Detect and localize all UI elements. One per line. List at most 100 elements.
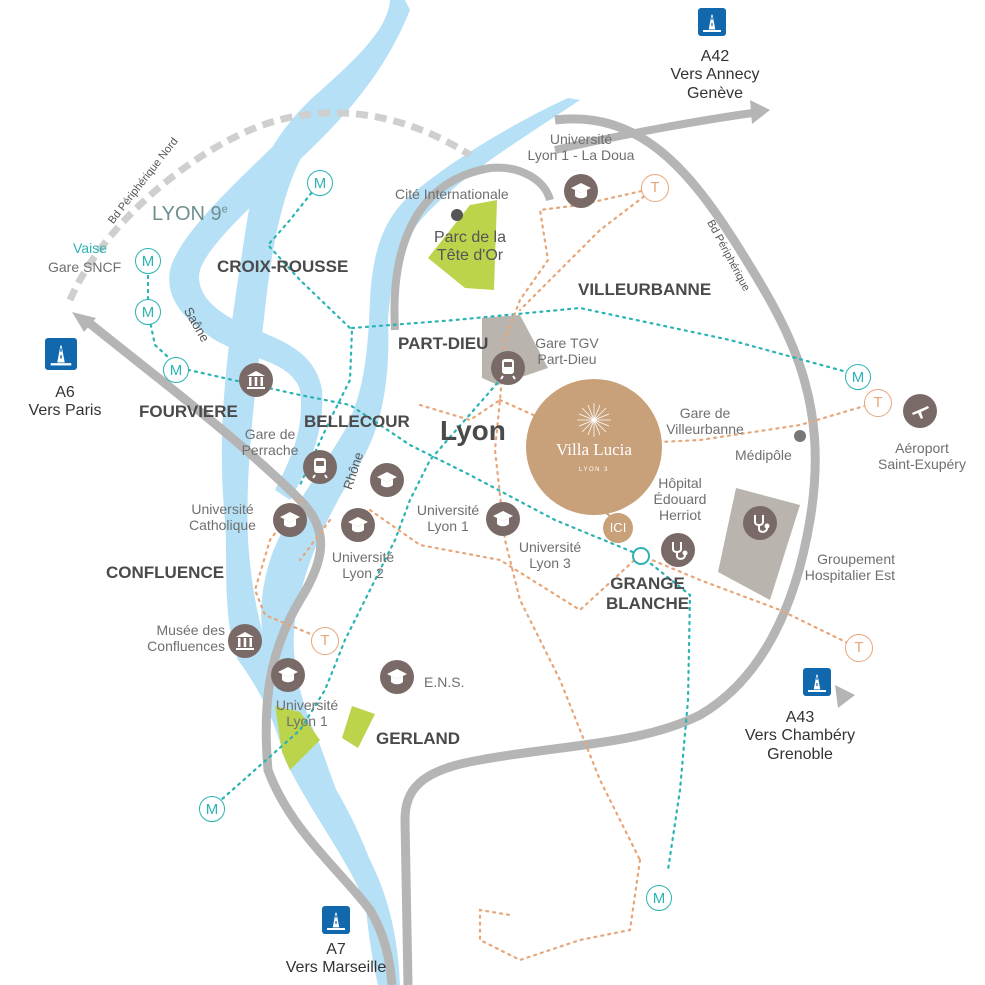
a42-arrow xyxy=(750,100,770,124)
label-universite-doua: Université Lyon 1 - La Doua xyxy=(527,131,635,164)
tram-badge-airport[interactable]: T xyxy=(864,389,892,417)
a42-road xyxy=(554,108,761,154)
label-cite-internationale: Cité Internationale xyxy=(395,186,509,202)
label-universite-lyon2: Université Lyon 2 xyxy=(331,549,395,582)
metro-line-d xyxy=(210,378,502,810)
a6-label: A6 Vers Paris xyxy=(28,384,102,420)
tram-line-6 xyxy=(368,508,642,612)
parc-tete-or-park xyxy=(428,200,497,290)
district-villeurbanne: VILLEURBANNE xyxy=(578,280,712,299)
lyon9-text: LYON 9 xyxy=(152,203,222,225)
city-road-north xyxy=(390,163,554,331)
plane-icon-airport[interactable] xyxy=(903,394,937,428)
a6-arrow xyxy=(72,312,96,332)
label-universite-lyon1-south: Université Lyon 1 xyxy=(275,697,339,730)
lyon9-sup: e xyxy=(221,203,228,216)
tram-line-9 xyxy=(478,858,642,962)
label-parc-tete-or: Parc de la Tête d'Or xyxy=(433,229,507,265)
museum-icon-confluences[interactable] xyxy=(228,624,262,658)
university-icon-catholique[interactable] xyxy=(273,503,307,537)
tram-line-2 xyxy=(518,186,657,312)
museum-icon-fourviere[interactable] xyxy=(239,363,273,397)
metro-badge-villeurbanne[interactable]: M xyxy=(845,364,871,390)
tram-badge-confluence[interactable]: T xyxy=(311,627,339,655)
cite-internationale-dot xyxy=(451,209,463,221)
a7-label: A7 Vers Marseille xyxy=(285,941,387,977)
university-icon-doua[interactable] xyxy=(564,174,598,208)
groupement-zone xyxy=(718,488,800,600)
periph-nord-road xyxy=(66,109,472,302)
tram-lines xyxy=(253,186,880,962)
lyon1-south-park xyxy=(275,706,320,770)
district-gerland: GERLAND xyxy=(376,729,461,748)
a43-label: A43 Vers Chambéry Grenoble xyxy=(744,709,856,763)
metro-badge-southwest[interactable]: M xyxy=(199,796,225,822)
label-gare-tgv: Gare TGV Part-Dieu xyxy=(535,335,599,368)
west-road xyxy=(85,318,397,985)
university-icon-ens[interactable] xyxy=(380,660,414,694)
label-ens: E.N.S. xyxy=(424,674,465,690)
gerland-park xyxy=(342,706,375,748)
district-part-dieu: PART-DIEU xyxy=(398,334,489,353)
villa-lucia-marker[interactable] xyxy=(526,379,662,515)
label-gare-villeurbanne: Gare de Villeurbanne xyxy=(666,405,744,438)
a42-label: A42 Vers Annecy Genève xyxy=(670,48,760,102)
sunburst-icon xyxy=(577,403,611,437)
metro-line-b xyxy=(266,180,354,487)
label-universite-lyon3: Université Lyon 3 xyxy=(518,539,582,572)
tram-badge-east[interactable]: T xyxy=(845,634,873,662)
highway-icon-a7 xyxy=(322,906,350,934)
university-icon-lyon1-center[interactable] xyxy=(486,502,520,536)
label-gare-perrache: Gare de Perrache xyxy=(241,426,299,459)
district-bellecour: BELLECOUR xyxy=(304,412,410,431)
villa-lucia-name: Villa Lucia xyxy=(556,440,632,459)
highway-icon-a43 xyxy=(803,668,831,696)
periph-road xyxy=(400,114,820,985)
hospital-icon-herriot[interactable] xyxy=(661,533,695,567)
district-grange-blanche: GRANGE BLANCHE xyxy=(606,574,690,613)
train-icon-part-dieu[interactable] xyxy=(491,351,525,385)
tram-badge-doua[interactable]: T xyxy=(641,174,669,202)
district-confluence: CONFLUENCE xyxy=(106,563,225,582)
tram-line-7 xyxy=(638,553,860,650)
city-label: Lyon xyxy=(440,415,506,446)
label-aeroport: Aéroport Saint-Exupéry xyxy=(878,440,966,473)
metro-badge-vaise-1[interactable]: M xyxy=(135,248,161,274)
metro-badge-south[interactable]: M xyxy=(646,885,672,911)
university-icon-lyon2[interactable] xyxy=(341,508,375,542)
metro-line-c xyxy=(350,306,860,377)
metro-badge-vaise-2[interactable]: M xyxy=(135,299,161,325)
district-croix-rousse: CROIX-ROUSSE xyxy=(217,257,349,276)
ici-marker[interactable]: ICI xyxy=(603,513,633,543)
highway-icon-a42 xyxy=(698,8,726,36)
metro-line-e xyxy=(638,553,692,872)
metro-badge-north[interactable]: M xyxy=(307,170,333,196)
river-confluence xyxy=(300,750,395,985)
university-icon-bellecour[interactable] xyxy=(370,463,404,497)
label-musee-confluences: Musée des Confluences xyxy=(147,622,225,655)
district-fourviere: FOURVIERE xyxy=(139,402,238,421)
highway-icon-a6 xyxy=(45,338,77,370)
saone-river xyxy=(169,0,410,500)
train-icon-perrache[interactable] xyxy=(303,450,337,484)
gare-sncf-label: Gare SNCF xyxy=(48,259,122,275)
hospital-icon-groupement[interactable] xyxy=(743,506,777,540)
medipole-dot xyxy=(794,430,806,442)
tram-line-3 xyxy=(498,398,880,447)
label-hopital: Hôpital Édouard Herriot xyxy=(653,475,707,524)
tram-line-4 xyxy=(418,398,502,422)
label-universite-catholique: Université Catholique xyxy=(189,501,256,534)
vaise-label: Vaise xyxy=(73,240,107,256)
a43-arrow xyxy=(835,685,855,708)
metro-badge-fourviere[interactable]: M xyxy=(163,357,189,383)
label-universite-lyon1-center: Université Lyon 1 xyxy=(416,502,480,535)
tram-line-8 xyxy=(298,518,332,562)
metro-line-a xyxy=(146,260,642,557)
grange-blanche-station xyxy=(632,547,650,565)
university-icon-lyon1-south[interactable] xyxy=(271,658,305,692)
tram-line-1 xyxy=(493,186,657,862)
metro-lines xyxy=(146,180,860,872)
label-medipole: Médipôle xyxy=(735,447,792,463)
label-groupement: Groupement Hospitalier Est xyxy=(804,551,895,584)
